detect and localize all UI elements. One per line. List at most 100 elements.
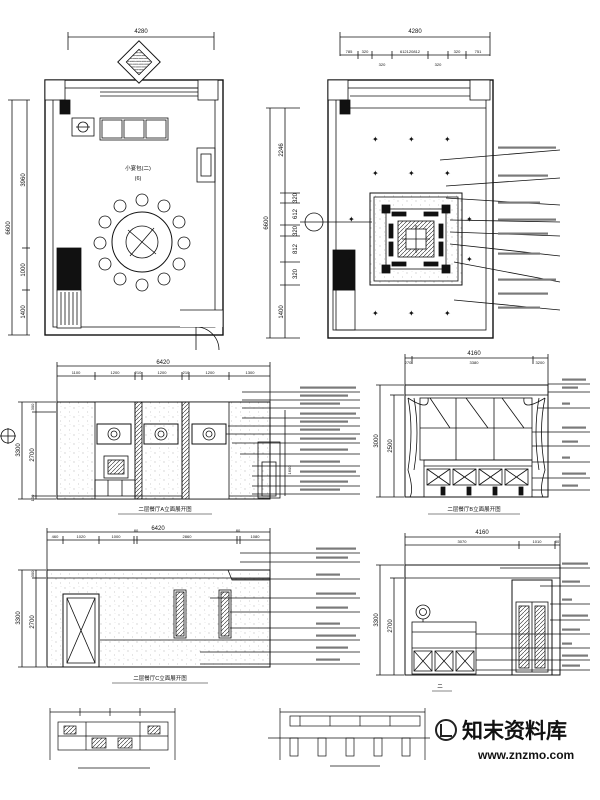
elev-c-chain-4: 80 <box>134 528 139 533</box>
plan-right-dim-total: 6600 <box>264 216 270 230</box>
plan-left-dim-3: 1400 <box>21 305 27 319</box>
watermark-logo <box>435 719 457 741</box>
elev-b-chain-2: 3380 <box>470 360 480 365</box>
elev-d-total-dim: 4160 <box>475 530 489 536</box>
svg-text:✦: ✦ <box>408 309 415 318</box>
plan-left-dim-2: 1000 <box>21 263 27 277</box>
annotation-note-elev-a <box>300 428 340 431</box>
svg-text:✦: ✦ <box>444 135 451 144</box>
annotation-note-elev-a <box>300 488 340 491</box>
elev-c-chain-6: 80 <box>236 528 241 533</box>
elev-c-caption: 二层餐厅C立面展开图 <box>133 674 187 682</box>
annotation-note-elev-b <box>562 378 586 381</box>
svg-text:✦: ✦ <box>348 255 355 264</box>
plan-right-dim-7: 1400 <box>279 305 285 319</box>
annotation-note-plan-right <box>498 201 540 204</box>
room-label-seats: (6) <box>135 176 142 182</box>
ceiling-downlights: ✦✦✦ ✦✦✦ ✦✦ ✦✦ ✦✦✦ <box>348 135 473 318</box>
svg-text:✦: ✦ <box>408 169 415 178</box>
annotation-note-elev-c <box>316 646 348 649</box>
annotation-note-elev-c <box>316 634 356 637</box>
annotation-note-elev-d <box>562 642 572 645</box>
plan-right-chain-1: 785 <box>346 49 353 54</box>
annotation-note-elev-a <box>300 480 348 483</box>
watermark-url: www.znzmo.com <box>477 748 574 762</box>
annotation-note-elev-b <box>562 484 578 487</box>
annotation-note-elev-c <box>316 573 340 576</box>
elev-b-caption: 二层餐厅B立面展开图 <box>447 505 501 513</box>
annotation-note-elev-d <box>562 562 588 565</box>
elev-d-chain-1: 3070 <box>458 539 468 544</box>
elev-a-dim-1: 300 <box>30 403 35 410</box>
plan-right-dim-4: 320 <box>293 225 299 236</box>
elev-c-chain-5: 2860 <box>183 534 193 539</box>
annotation-note-elev-c <box>316 556 348 559</box>
plan-right-chain-3: 612120812 <box>400 49 421 54</box>
plan-right-dim-1: 2246 <box>279 143 285 157</box>
annotation-note-elev-b <box>562 426 586 429</box>
svg-text:✦: ✦ <box>444 169 451 178</box>
plan-right-chain-4: 320 <box>454 49 461 54</box>
elev-d-dim-1: 3300 <box>374 613 380 627</box>
watermark-text: 知末资料库 <box>462 719 567 743</box>
annotation-note-plan-right <box>498 278 556 281</box>
plan-right-dim-6: 320 <box>293 268 299 279</box>
annotation-note-plan-right <box>498 292 548 295</box>
annotation-note-elev-d <box>562 614 588 617</box>
annotation-note-elev-a <box>300 394 348 397</box>
elev-d-chain-2: 1010 <box>533 539 543 544</box>
annotation-note-elev-a <box>300 437 356 440</box>
elev-c-dim-1: 300 <box>30 570 35 577</box>
elev-b-total-dim: 4160 <box>467 351 481 357</box>
elev-a-chain-6: 1200 <box>206 370 216 375</box>
annotation-note-plan-right <box>498 306 540 309</box>
annotation-note-elev-a <box>300 412 356 415</box>
annotation-note-elev-d <box>562 580 580 583</box>
annotation-note-plan-right <box>498 218 556 221</box>
elev-a-inner-dim: 1600 <box>287 465 292 475</box>
svg-text:✦: ✦ <box>444 309 451 318</box>
elev-a-caption: 二层餐厅A立面展开图 <box>138 505 192 513</box>
elev-b-chain-3: 3200 <box>536 360 546 365</box>
annotation-note-elev-c <box>316 622 340 625</box>
elev-b-dim-2: 2500 <box>388 439 394 453</box>
plan-left-top-dim: 4280 <box>134 29 148 35</box>
annotation-note-elev-a <box>300 460 340 463</box>
plan-left-dim-total: 6600 <box>6 221 12 235</box>
elevation-a <box>0 362 360 500</box>
elev-c-chain-3: 1000 <box>112 534 122 539</box>
floor-plan-furniture <box>8 32 224 351</box>
elev-a-chain-1: 1100 <box>72 370 81 375</box>
elev-c-chain-2: 1020 <box>77 534 87 539</box>
detail-right <box>268 708 430 767</box>
elev-a-chain-2: 1200 <box>111 370 121 375</box>
elev-a-chain-7: 1300 <box>246 370 256 375</box>
svg-text:✦: ✦ <box>466 255 473 264</box>
annotation-note-elev-a <box>300 386 356 389</box>
svg-text:✦: ✦ <box>372 135 379 144</box>
annotation-note-elev-d <box>562 598 572 601</box>
annotation-note-elev-d <box>562 654 588 657</box>
plan-left-dim-1: 3960 <box>21 173 27 187</box>
plan-right-dim-2: 320 <box>293 192 299 203</box>
svg-text:✦: ✦ <box>372 309 379 318</box>
annotation-note-plan-right <box>498 232 548 235</box>
annotation-note-elev-c <box>316 592 356 595</box>
elev-d-chain-3: 80 <box>555 539 560 544</box>
elev-c-total-dim: 6420 <box>151 526 165 532</box>
elevation-c <box>18 528 360 668</box>
plan-right-chain-5: 751 <box>475 49 482 54</box>
annotation-note-plan-right <box>498 174 548 177</box>
elev-d-caption: 二 <box>437 684 443 690</box>
plan-right-chain: 785 320 612120812 320 751 320 320 <box>346 49 482 67</box>
elev-a-chain-5: 210 <box>183 370 190 375</box>
elev-c-dim-total: 3300 <box>16 611 22 625</box>
ceiling-plan <box>266 32 561 339</box>
plan-right-chain-6: 320 <box>379 62 386 67</box>
annotation-note-elev-b <box>562 472 586 475</box>
plan-right-dim-5: 812 <box>293 243 299 254</box>
elev-b-chain-1: 270 <box>405 360 412 365</box>
annotation-note-plan-right <box>498 146 556 149</box>
annotation-note-elev-c <box>316 547 356 550</box>
elev-a-chain: 1100 1200 210 1200 210 1200 1300 <box>72 370 256 375</box>
